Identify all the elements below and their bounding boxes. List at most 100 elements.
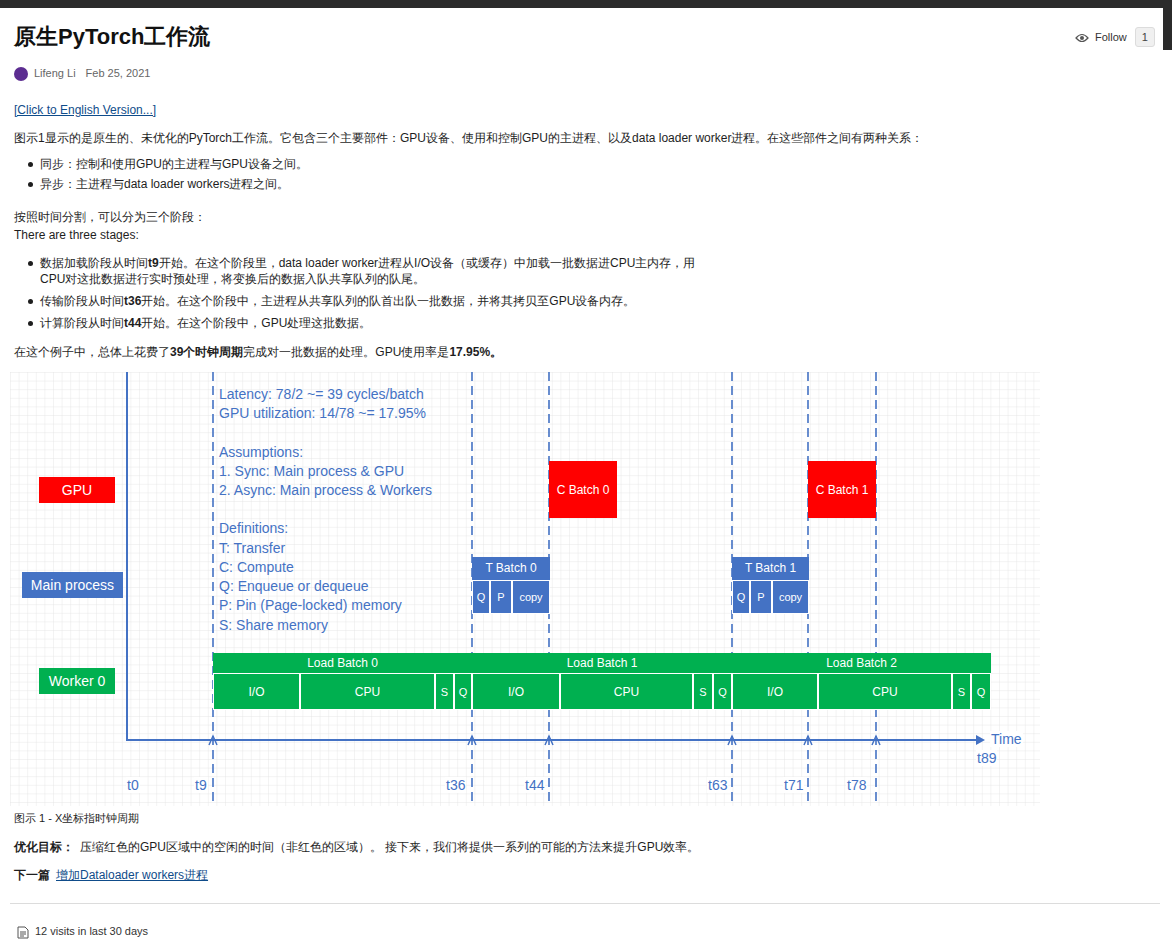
step-cell: I/O bbox=[472, 673, 560, 710]
box-label: Q bbox=[477, 591, 486, 603]
step-cell: CPU bbox=[560, 673, 693, 710]
lane-label: Worker 0 bbox=[39, 668, 115, 694]
author-name: Lifeng Li bbox=[34, 67, 76, 79]
load-block: Load Batch 2I/OCPUSQ bbox=[732, 653, 991, 710]
step-cell: I/O bbox=[213, 673, 300, 710]
step-cell: P bbox=[750, 580, 772, 614]
load-block: Load Batch 1 I/O CPU SQ bbox=[472, 653, 732, 710]
box-label: S bbox=[441, 686, 448, 698]
annotation: 1. Sync: Main process & GPU bbox=[219, 462, 404, 480]
time-point: t9 bbox=[148, 256, 159, 270]
tick-label: t71 bbox=[783, 777, 804, 793]
title-area: 原生PyTorch工作流 bbox=[14, 22, 210, 52]
box-label: I/O bbox=[767, 685, 783, 699]
step-cell: CPU bbox=[300, 673, 435, 710]
step-cell: I/O bbox=[732, 673, 818, 710]
bullet-text: 开始。在这个阶段中，主进程从共享队列的队首出队一批数据，并将其拷贝至GPU设备内… bbox=[141, 294, 635, 308]
lane-label: Main process bbox=[22, 572, 123, 598]
box-label: CPU bbox=[872, 685, 897, 699]
box-label: C Batch 0 bbox=[557, 483, 610, 497]
axis-label: Time bbox=[990, 731, 1023, 747]
page-title: 原生PyTorch工作流 bbox=[14, 24, 210, 49]
box-label: Q bbox=[977, 686, 986, 698]
step-cell: Q bbox=[732, 580, 750, 614]
paragraph: 按照时间分割，可以分为三个阶段： bbox=[14, 209, 1154, 225]
post-date: Feb 25, 2021 bbox=[86, 67, 151, 79]
box-label: I/O bbox=[508, 685, 524, 699]
visit-count: 12 visits in last 30 days bbox=[35, 925, 148, 937]
bullet-text: 传输阶段从时间 bbox=[40, 294, 124, 308]
language-link: [Click to English Version...] bbox=[14, 103, 156, 117]
follow-button: Follow bbox=[1095, 31, 1127, 43]
annotation: C: Compute bbox=[219, 558, 294, 576]
next-link: 增加Dataloader workers进程 bbox=[56, 868, 208, 882]
body-text: 压缩红色的GPU区域中的空闲的时间（非红色的区域）。 接下来，我们将提供一系列的… bbox=[80, 840, 699, 854]
transfer-block: T Batch 0 QPcopy bbox=[472, 557, 550, 614]
annotation: 2. Async: Main process & Workers bbox=[219, 481, 432, 499]
annotation: Assumptions: bbox=[219, 443, 303, 461]
annotation: T: Transfer bbox=[219, 539, 285, 557]
caption-area: 图示 1 - X坐标指时钟周期 bbox=[14, 811, 139, 825]
box-label: T Batch 1 bbox=[732, 557, 809, 580]
highlight: 17.95%。 bbox=[449, 345, 502, 359]
box-label: GPU bbox=[62, 482, 92, 498]
annotation: P: Pin (Page-locked) memory bbox=[219, 596, 402, 614]
box-label: P bbox=[757, 591, 764, 603]
body-text: 在这个例子中，总体上花费了 bbox=[14, 345, 170, 359]
step-cell: P bbox=[490, 580, 512, 614]
box-label: I/O bbox=[248, 685, 264, 699]
next-label: 下一篇 bbox=[14, 868, 50, 882]
paragraph: 下一篇增加Dataloader workers进程 bbox=[14, 867, 1154, 883]
box-label: copy bbox=[779, 591, 802, 603]
bullet-text: 同步：控制和使用GPU的主进程与GPU设备之间。 bbox=[40, 157, 308, 171]
compute-block: C Batch 1 bbox=[808, 461, 876, 518]
bullet-item: 数据加载阶段从时间t9开始。在这个阶段里，data loader worker进… bbox=[40, 255, 705, 287]
bullet-item: 异步：主进程与data loader workers进程之间。 bbox=[40, 176, 1140, 192]
compute-block: C Batch 0 bbox=[549, 461, 617, 518]
step-cell: copy bbox=[772, 580, 809, 614]
body-text: 完成对一批数据的处理。GPU使用率是 bbox=[243, 345, 449, 359]
follower-count: 1 bbox=[1135, 27, 1155, 47]
load-block: Load Batch 0I/OCPUSQ bbox=[213, 653, 472, 710]
tick-label: t78 bbox=[846, 777, 867, 793]
step-cell: copy bbox=[512, 580, 550, 614]
timing-diagram: Latency: 78/2 ~= 39 cycles/batchGPU util… bbox=[10, 372, 1040, 806]
figure-caption: 图示 1 - X坐标指时钟周期 bbox=[14, 812, 139, 824]
highlight: 39个时钟周期 bbox=[170, 345, 243, 359]
box-label: Q bbox=[718, 686, 727, 698]
box-label: C Batch 1 bbox=[816, 483, 869, 497]
tick-label: t44 bbox=[524, 777, 545, 793]
follow-area: Follow 1 bbox=[1075, 27, 1155, 47]
visits-icon bbox=[17, 926, 29, 939]
bullet-text: 开始。在这个阶段中，GPU处理这批数据。 bbox=[141, 316, 371, 330]
paragraph: 图示1显示的是原生的、未优化的PyTorch工作流。它包含三个主要部件：GPU设… bbox=[14, 130, 1154, 146]
box-label: Main process bbox=[31, 577, 114, 593]
paragraph: 优化目标：压缩红色的GPU区域中的空闲的时间（非红色的区域）。 接下来，我们将提… bbox=[14, 839, 1154, 855]
paragraph: 在这个例子中，总体上花费了39个时钟周期完成对一批数据的处理。GPU使用率是17… bbox=[14, 344, 1154, 360]
step-cell: Q bbox=[713, 673, 732, 710]
tick-label: t63 bbox=[707, 777, 728, 793]
box-label: copy bbox=[519, 591, 542, 603]
bullet-item: 计算阶段从时间t44开始。在这个阶段中，GPU处理这批数据。 bbox=[40, 315, 1140, 331]
time-point: t36 bbox=[124, 294, 141, 308]
tick-label: t89 bbox=[976, 750, 997, 766]
lane-label: GPU bbox=[39, 477, 115, 503]
footer-area: 12 visits in last 30 days bbox=[17, 924, 148, 939]
box-label: CPU bbox=[614, 685, 639, 699]
annotation: S: Share memory bbox=[219, 616, 328, 634]
paragraph: There are three stages: bbox=[14, 227, 1154, 243]
box-label: Q bbox=[459, 686, 468, 698]
box-label: Worker 0 bbox=[49, 673, 106, 689]
box-label: T Batch 0 bbox=[472, 557, 550, 580]
annotation: GPU utilization: 14/78 ~= 17.95% bbox=[219, 404, 426, 422]
bullet-item: 传输阶段从时间t36开始。在这个阶段中，主进程从共享队列的队首出队一批数据，并将… bbox=[40, 293, 1140, 309]
step-cell: S bbox=[693, 673, 713, 710]
annotation: Q: Enqueue or dequeue bbox=[219, 577, 368, 595]
step-cell: Q bbox=[472, 580, 490, 614]
box-label: Load Batch 2 bbox=[732, 653, 991, 673]
meta-area: Lifeng Li Feb 25, 2021 bbox=[14, 66, 150, 81]
box-label: Load Batch 1 bbox=[472, 653, 732, 673]
step-cell: Q bbox=[454, 673, 472, 710]
step-cell: CPU bbox=[818, 673, 952, 710]
body-text: 按照时间分割，可以分为三个阶段： bbox=[14, 210, 206, 224]
